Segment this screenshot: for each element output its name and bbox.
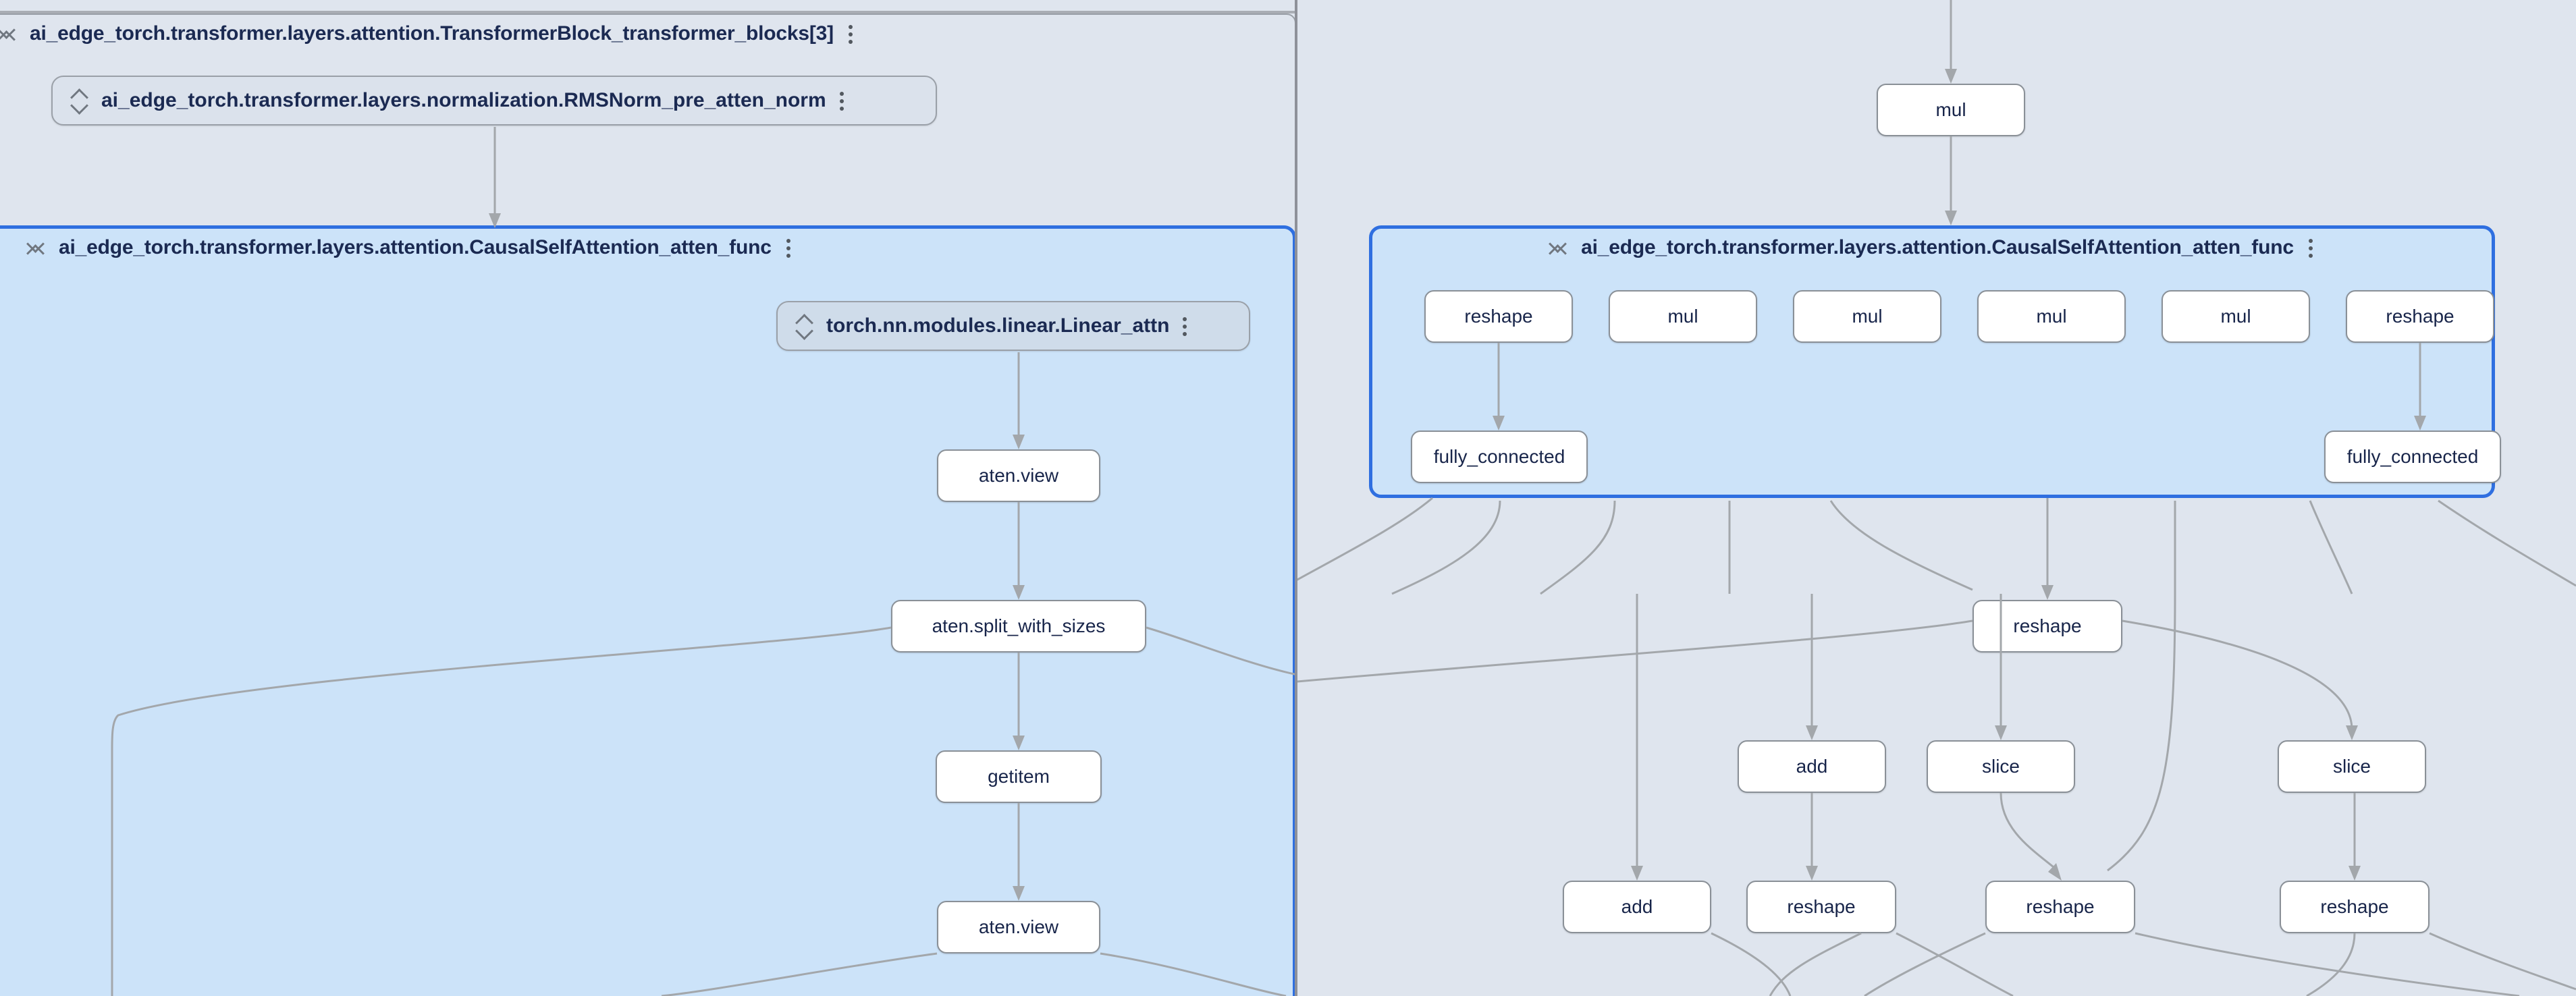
node-reshape-b[interactable]: reshape [2346,290,2494,343]
node-label: reshape [1464,306,1533,327]
collapse-chevrons-icon[interactable] [1549,236,1566,259]
node-slice-a[interactable]: slice [1927,740,2075,793]
node-mul-b[interactable]: mul [1793,290,1941,343]
node-fully-connected-b[interactable]: fully_connected [2324,431,2501,483]
kebab-menu-icon[interactable] [839,89,847,112]
node-add-a[interactable]: add [1738,740,1886,793]
collapse-chevrons-icon[interactable] [26,236,44,259]
group-causal-self-attention-left-title[interactable]: ai_edge_torch.transformer.layers.attenti… [0,229,1293,267]
node-reshape-f[interactable]: reshape [2280,881,2430,933]
kebab-menu-icon[interactable] [848,22,855,45]
node-label: fully_connected [2346,446,2479,467]
node-fully-connected-a[interactable]: fully_connected [1411,431,1588,483]
node-label: slice [2332,756,2371,777]
node-label: fully_connected [1433,446,1565,467]
node-aten-view-2[interactable]: aten.view [937,901,1100,953]
node-reshape-e[interactable]: reshape [1985,881,2135,933]
node-rmsnorm-pre-atten-norm[interactable]: ai_edge_torch.transformer.layers.normali… [51,76,937,126]
kebab-menu-icon[interactable] [1183,314,1189,337]
node-label: add [1621,896,1653,917]
group-causal-self-attention-right-title[interactable]: ai_edge_torch.transformer.layers.attenti… [1372,229,2492,267]
group-transformer-block-label: ai_edge_torch.transformer.layers.attenti… [30,22,834,45]
node-reshape-d[interactable]: reshape [1746,881,1896,933]
node-label: reshape [2320,896,2389,917]
group-transformer-block-title[interactable]: ai_edge_torch.transformer.layers.attenti… [0,15,1295,53]
node-reshape-c[interactable]: reshape [1973,600,2122,653]
node-label: aten.view [978,465,1059,486]
node-label: reshape [2386,306,2454,327]
node-add-b[interactable]: add [1563,881,1711,933]
node-reshape-a[interactable]: reshape [1424,290,1573,343]
group-causal-self-attention-right-label: ai_edge_torch.transformer.layers.attenti… [1581,236,2294,258]
collapse-chevrons-icon[interactable] [0,22,15,45]
node-label: slice [1981,756,2020,777]
node-label: reshape [1787,896,1856,917]
kebab-menu-icon[interactable] [2308,236,2315,259]
right-graph-pane[interactable]: mul ai_edge_torch.transformer.layers.att… [1297,0,2576,996]
node-label: getitem [988,766,1050,787]
node-aten-view-1[interactable]: aten.view [937,449,1100,502]
node-label: aten.view [978,916,1059,937]
node-mul-top[interactable]: mul [1877,84,2025,136]
right-pane-edges [1297,0,2576,996]
node-label: mul [1935,99,1966,120]
node-mul-a[interactable]: mul [1609,290,1757,343]
pane-divider[interactable] [1295,0,1297,996]
expand-chevrons-icon[interactable] [70,89,88,112]
node-label: mul [2036,306,2067,327]
kebab-menu-icon[interactable] [786,236,793,259]
node-aten-split-with-sizes[interactable]: aten.split_with_sizes [891,600,1146,653]
pane-top-border [0,11,1295,13]
node-getitem[interactable]: getitem [936,750,1102,803]
left-graph-pane[interactable]: ai_edge_torch.transformer.layers.attenti… [0,0,1295,996]
node-rmsnorm-label: ai_edge_torch.transformer.layers.normali… [101,89,826,111]
node-label: mul [1667,306,1698,327]
node-mul-c[interactable]: mul [1977,290,2126,343]
node-label: reshape [2026,896,2095,917]
node-label: reshape [2013,615,2082,636]
expand-chevrons-icon[interactable] [795,314,813,337]
group-causal-self-attention-left-label: ai_edge_torch.transformer.layers.attenti… [59,236,772,258]
node-label: mul [2220,306,2251,327]
node-label: aten.split_with_sizes [932,615,1106,636]
node-mul-d[interactable]: mul [2162,290,2310,343]
node-label: add [1796,756,1828,777]
node-linear-attn[interactable]: torch.nn.modules.linear.Linear_attn [776,301,1250,351]
node-linear-label: torch.nn.modules.linear.Linear_attn [826,314,1170,337]
node-slice-b[interactable]: slice [2278,740,2426,793]
node-label: mul [1852,306,1883,327]
